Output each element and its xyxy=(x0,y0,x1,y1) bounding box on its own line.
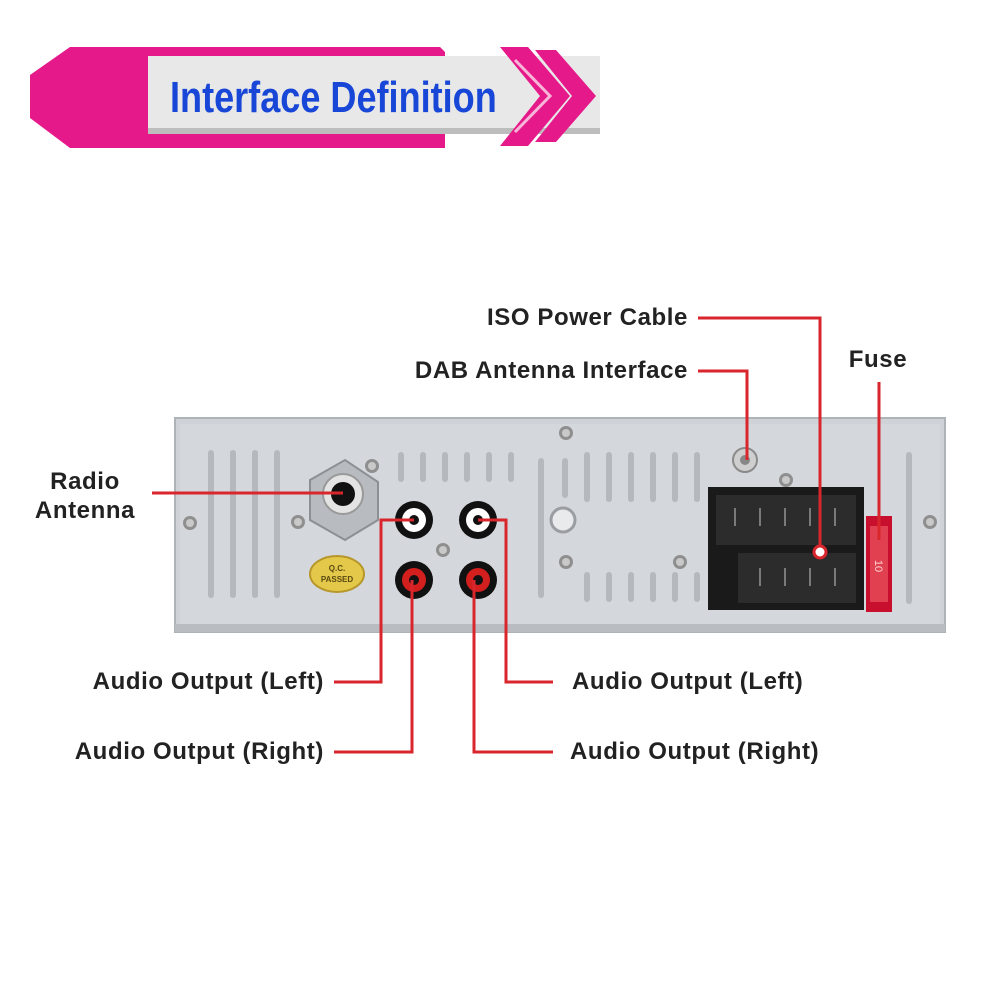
banner-chevron-2 xyxy=(535,50,596,142)
leader-lines xyxy=(152,316,881,754)
label-fuse: Fuse xyxy=(848,346,908,373)
svg-text:10: 10 xyxy=(872,560,884,572)
label-audio-output-right-r: Audio Output (Right) xyxy=(570,738,820,765)
page-title: Interface Definition xyxy=(170,73,497,122)
leader-iso-power xyxy=(698,316,822,550)
leader-dab xyxy=(698,369,749,460)
leader-audio-right-l xyxy=(334,580,414,754)
leader-audio-left-l xyxy=(334,518,414,684)
screws xyxy=(183,426,937,569)
label-iso-power-cable: ISO Power Cable xyxy=(486,304,688,331)
qc-passed-stamp: Q.C. PASSED xyxy=(309,555,365,593)
vents-left xyxy=(208,450,280,598)
label-audio-output-right-l: Audio Output (Right) xyxy=(74,738,324,765)
svg-text:PASSED: PASSED xyxy=(321,575,354,584)
banner-chevron-1 xyxy=(500,47,570,146)
label-audio-output-left-r: Audio Output (Left) xyxy=(572,668,804,695)
rca-bottom-left xyxy=(395,561,433,599)
label-radio-antenna-line1: Radio xyxy=(50,468,120,495)
dab-antenna-connector xyxy=(732,447,758,473)
rca-bottom-right xyxy=(459,561,497,599)
fuse: 10 xyxy=(866,516,892,612)
leader-audio-left-r xyxy=(478,518,553,684)
label-audio-output-left-l: Audio Output (Left) xyxy=(92,668,324,695)
vents-middle xyxy=(398,452,700,602)
banner-grey-panel xyxy=(148,56,600,132)
header-banner xyxy=(30,47,600,148)
label-dab-antenna-interface: DAB Antenna Interface xyxy=(414,357,688,384)
vents-right xyxy=(906,452,912,604)
label-radio-antenna-line2: Antenna xyxy=(34,497,136,524)
svg-text:Q.C.: Q.C. xyxy=(329,564,345,573)
mount-hole xyxy=(549,506,577,534)
leader-audio-right-r xyxy=(472,580,553,754)
iso-connector xyxy=(708,487,864,610)
